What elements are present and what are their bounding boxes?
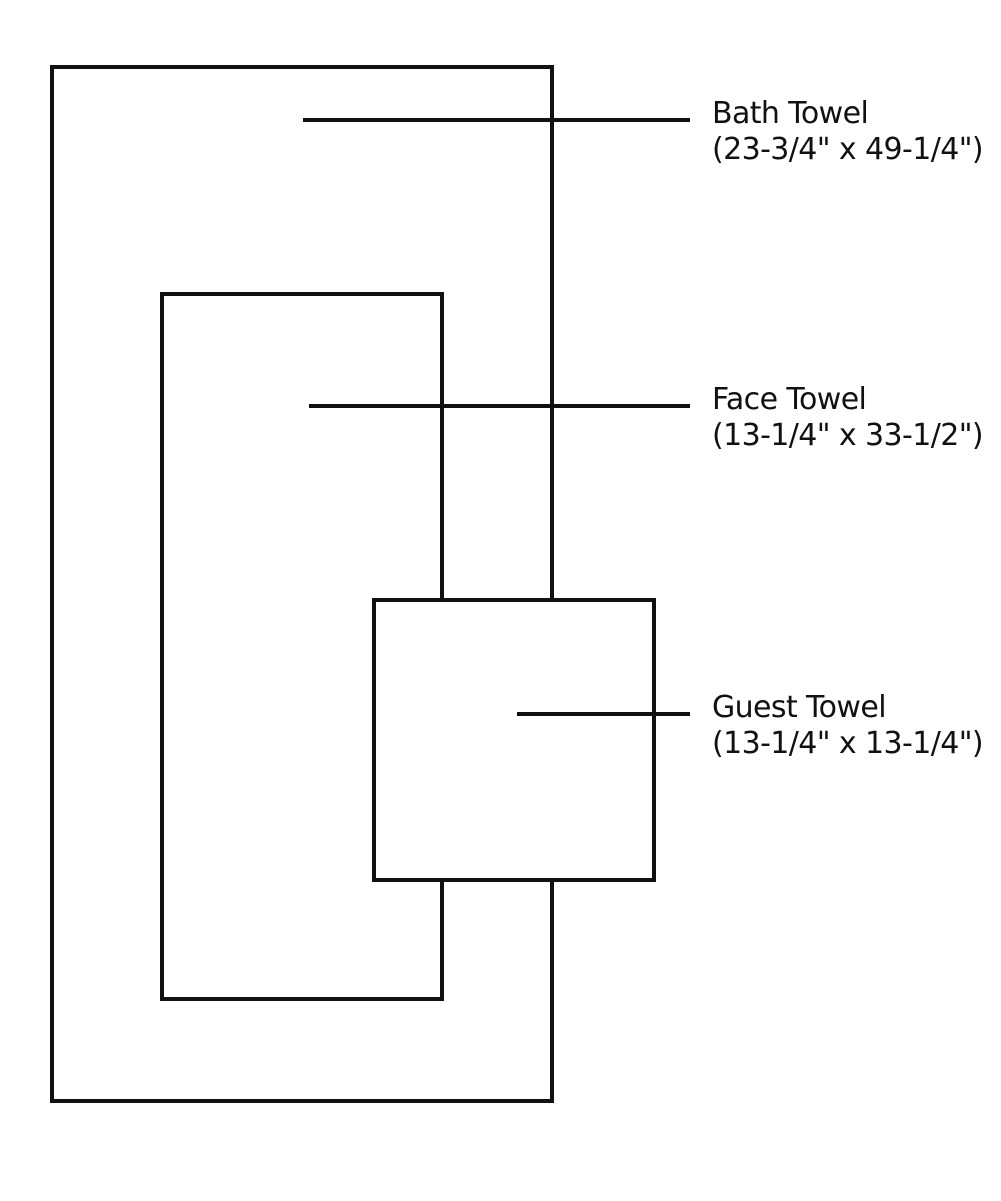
bath-towel-dimensions: (23-3/4" x 49-1/4") [712, 132, 984, 167]
face-towel-outline [160, 292, 444, 1001]
face-towel-label: Face Towel (13-1/4" x 33-1/2") [712, 382, 984, 454]
guest-towel-label: Guest Towel (13-1/4" x 13-1/4") [712, 690, 984, 762]
bath-towel-label: Bath Towel (23-3/4" x 49-1/4") [712, 96, 984, 168]
guest-towel-outline [372, 598, 656, 882]
guest-towel-dimensions: (13-1/4" x 13-1/4") [712, 726, 984, 761]
bath-towel-outline [50, 65, 554, 1103]
face-towel-dimensions: (13-1/4" x 33-1/2") [712, 418, 984, 453]
face-towel-name: Face Towel [712, 382, 867, 417]
guest-towel-name: Guest Towel [712, 690, 887, 725]
bath-towel-name: Bath Towel [712, 96, 869, 131]
